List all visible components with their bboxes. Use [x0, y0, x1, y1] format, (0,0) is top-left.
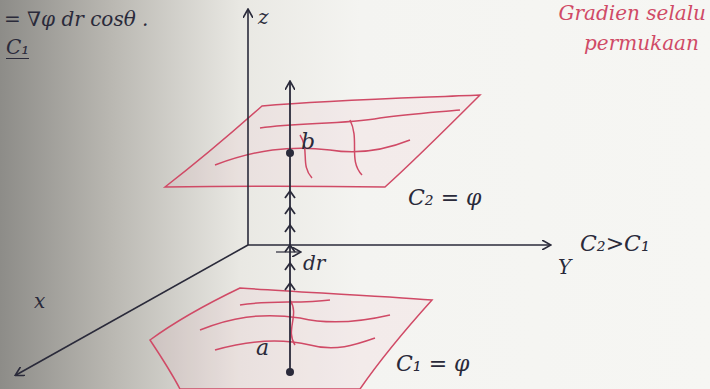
- axes: [16, 10, 550, 375]
- margin-note: Gradien selalu: [559, 2, 706, 24]
- inequality-note: C₂>C₁: [580, 232, 650, 256]
- axis-label: x: [34, 290, 45, 312]
- upper-surface: [165, 95, 480, 187]
- surface-label: C₂ = φ: [408, 186, 481, 210]
- note-label: C₁: [6, 36, 29, 59]
- margin-note: permukaan: [584, 32, 699, 54]
- vector-label: dr: [303, 252, 325, 274]
- gradient-path: [276, 82, 300, 372]
- lower-surface: [150, 288, 432, 389]
- point-b: [286, 149, 294, 157]
- point-a: [286, 368, 294, 376]
- axis-label: Y: [558, 256, 571, 278]
- point-label: a: [256, 336, 269, 360]
- formula-note: = ∇φ dr cosθ .: [4, 8, 148, 30]
- surface-label: C₁ = φ: [396, 352, 469, 376]
- axis-label: z: [258, 6, 269, 28]
- point-label: b: [301, 130, 315, 154]
